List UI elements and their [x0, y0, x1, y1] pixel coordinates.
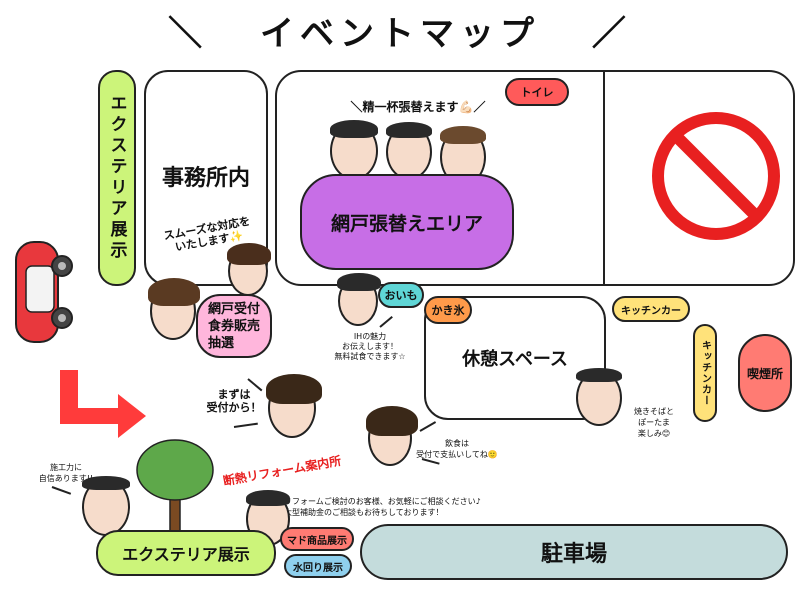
- window-products-display[interactable]: マド商品展示: [280, 527, 354, 551]
- toilet-area[interactable]: トイレ: [505, 78, 569, 106]
- exterior-left-label: エクステリア展示: [106, 94, 127, 262]
- title-left-mark: ＼: [168, 14, 209, 54]
- office-label: 事務所内: [161, 166, 250, 191]
- title-text: イベントマップ: [260, 14, 540, 54]
- parking-area[interactable]: 駐車場: [360, 524, 788, 580]
- screen-area-label: 網戸張替えエリア: [330, 212, 483, 235]
- construction-speech: 施工力に 自信あります!!: [38, 463, 94, 483]
- kitchen-car-v-label: キッチンカー: [699, 340, 711, 406]
- staff-face-2: [386, 122, 432, 180]
- staff-face-1: [330, 120, 378, 180]
- kitchen-car-vertical[interactable]: キッチンカー: [693, 324, 717, 422]
- reception-area[interactable]: 網戸受付 食券販売 抽選: [196, 294, 272, 358]
- oimo-stand[interactable]: おいも: [378, 282, 424, 308]
- rest-space-label: 休憩スペース: [462, 349, 568, 370]
- parking-label: 駐車場: [540, 542, 607, 567]
- water-display-label: 水回り展示: [293, 562, 343, 574]
- smoking-label: 喫煙所: [746, 366, 783, 381]
- car-icon: [15, 241, 73, 343]
- exterior-bottom-label: エクステリア展示: [122, 545, 250, 564]
- yakisoba-speech: 焼きそばと ぽーたま 楽しみ😊: [634, 407, 674, 438]
- oimo-label: おいも: [384, 289, 418, 302]
- office-area[interactable]: 事務所内: [144, 70, 268, 286]
- kitchen-car-horizontal[interactable]: キッチンカー: [612, 296, 690, 322]
- office-staff-face-1: [148, 278, 200, 340]
- page-title: ＼ イベントマップ ／: [0, 6, 800, 55]
- yakisoba-staff-face: [576, 368, 622, 426]
- exterior-display-bottom[interactable]: エクステリア展示: [96, 530, 276, 576]
- tick-line: [379, 315, 393, 328]
- tree-icon: [136, 439, 214, 532]
- kitchen-car-h-label: キッチンカー: [621, 305, 681, 317]
- tick-line: [51, 486, 72, 495]
- building-divider: [603, 70, 605, 286]
- water-fixtures-display[interactable]: 水回り展示: [284, 554, 352, 578]
- screen-replacement-area[interactable]: 網戸張替えエリア: [300, 174, 514, 270]
- screen-caption: ＼精一杯張替えます💪🏻／: [350, 100, 486, 114]
- food-staff-face: [366, 406, 418, 466]
- kakigori-label: かき氷: [431, 304, 465, 317]
- tick-line: [419, 421, 437, 432]
- entry-arrow-icon: [60, 370, 146, 438]
- office-staff-face-2: [227, 243, 271, 296]
- exterior-display-left[interactable]: エクステリア展示: [98, 70, 136, 286]
- reception-label: 網戸受付 食券販売 抽選: [207, 301, 260, 351]
- title-right-mark: ／: [591, 14, 632, 54]
- reform-desk-label: 断熱リフォーム案内所: [221, 453, 343, 489]
- smoking-area[interactable]: 喫煙所: [738, 334, 792, 412]
- construction-staff-face: [82, 476, 130, 536]
- tick-line: [233, 422, 258, 428]
- ih-speech: IHの魅力 お伝えします！ 無料試食できます☆: [334, 332, 406, 361]
- reception-first-speech: まずは 受付から！: [206, 388, 262, 414]
- food-payment-speech: 飲食は 受付で支払いしてね🙂: [416, 439, 498, 459]
- kakigori-stand[interactable]: かき氷: [424, 296, 472, 324]
- reception-staff-face: [266, 374, 322, 438]
- prohibited-icon: [652, 112, 780, 240]
- ih-staff-face: [337, 273, 381, 326]
- reform-consult-speech: リフォームご検討のお客様、お気軽にご相談ください♪ 大型補助金のご相談もお待ちし…: [284, 497, 481, 517]
- window-products-label: マド商品展示: [287, 535, 347, 547]
- toilet-label: トイレ: [520, 86, 554, 99]
